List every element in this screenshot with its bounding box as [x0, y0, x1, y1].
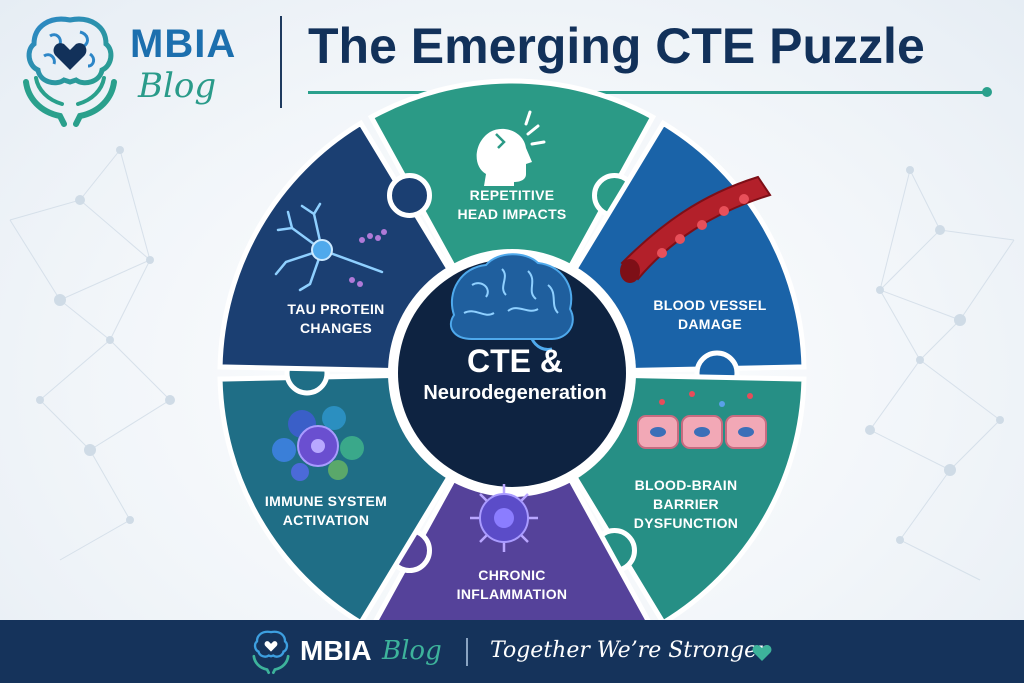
cell-barrier-icon [637, 391, 767, 449]
header: MBIA Blog The Emerging CTE Puzzle [0, 0, 1024, 127]
footer-brand-subtitle: Blog [382, 636, 442, 666]
virus-cell-icon [470, 484, 538, 552]
heart-icon [752, 645, 772, 661]
label-chronic-inflammation: CHRONIC INFLAMMATION [422, 566, 602, 604]
footer-separator [466, 638, 468, 666]
label-line: INFLAMMATION [456, 586, 568, 602]
label-line: CHRONIC [478, 567, 546, 583]
label-line: BLOOD-BRAIN [634, 477, 738, 493]
label-blood-vessel-damage: BLOOD VESSEL DAMAGE [620, 296, 800, 334]
label-line: REPETITIVE [469, 187, 555, 203]
footer-tagline: Together We’re Stronger [490, 638, 768, 663]
immune-cells-icon [272, 406, 364, 481]
center-title: CTE & [467, 343, 563, 379]
brain-icon [449, 253, 574, 351]
title-underline [308, 91, 988, 94]
footer-logo-icon [252, 630, 290, 675]
footer-brand-name: MBIA [300, 635, 372, 666]
label-line: IMMUNE SYSTEM [264, 493, 388, 509]
label-line: HEAD IMPACTS [457, 206, 567, 222]
brand-name: MBIA [130, 22, 237, 66]
label-line: DYSFUNCTION [633, 515, 739, 531]
brain-hands-logo-icon [23, 16, 117, 127]
label-line: CHANGES [299, 320, 373, 336]
title-underline-dot [982, 87, 992, 97]
label-line: DAMAGE [677, 316, 743, 332]
neuron-icon [274, 202, 387, 292]
center-subtitle: Neurodegeneration [423, 382, 607, 404]
brand: MBIA Blog [130, 22, 236, 106]
label-line: BLOOD VESSEL [653, 297, 767, 313]
label-blood-brain-barrier-dysfunction: BLOOD-BRAIN BARRIER DYSFUNCTION [596, 476, 776, 533]
puzzle-knob-tau [387, 172, 432, 218]
brand-subtitle: Blog [138, 66, 217, 106]
head-impact-icon [476, 110, 546, 186]
footer: MBIA Blog Together We’re Stronger [0, 620, 1024, 683]
label-repetitive-head-impacts: REPETITIVE HEAD IMPACTS [422, 186, 602, 224]
label-line: ACTIVATION [282, 512, 370, 528]
label-immune-system-activation: IMMUNE SYSTEM ACTIVATION [236, 492, 416, 530]
label-tau-protein-changes: TAU PROTEIN CHANGES [246, 300, 426, 338]
page-title: The Emerging CTE Puzzle [308, 18, 925, 74]
label-line: TAU PROTEIN [287, 301, 385, 317]
label-line: BARRIER [653, 496, 719, 512]
blood-vessel-icon [620, 175, 772, 283]
header-divider [280, 16, 282, 108]
